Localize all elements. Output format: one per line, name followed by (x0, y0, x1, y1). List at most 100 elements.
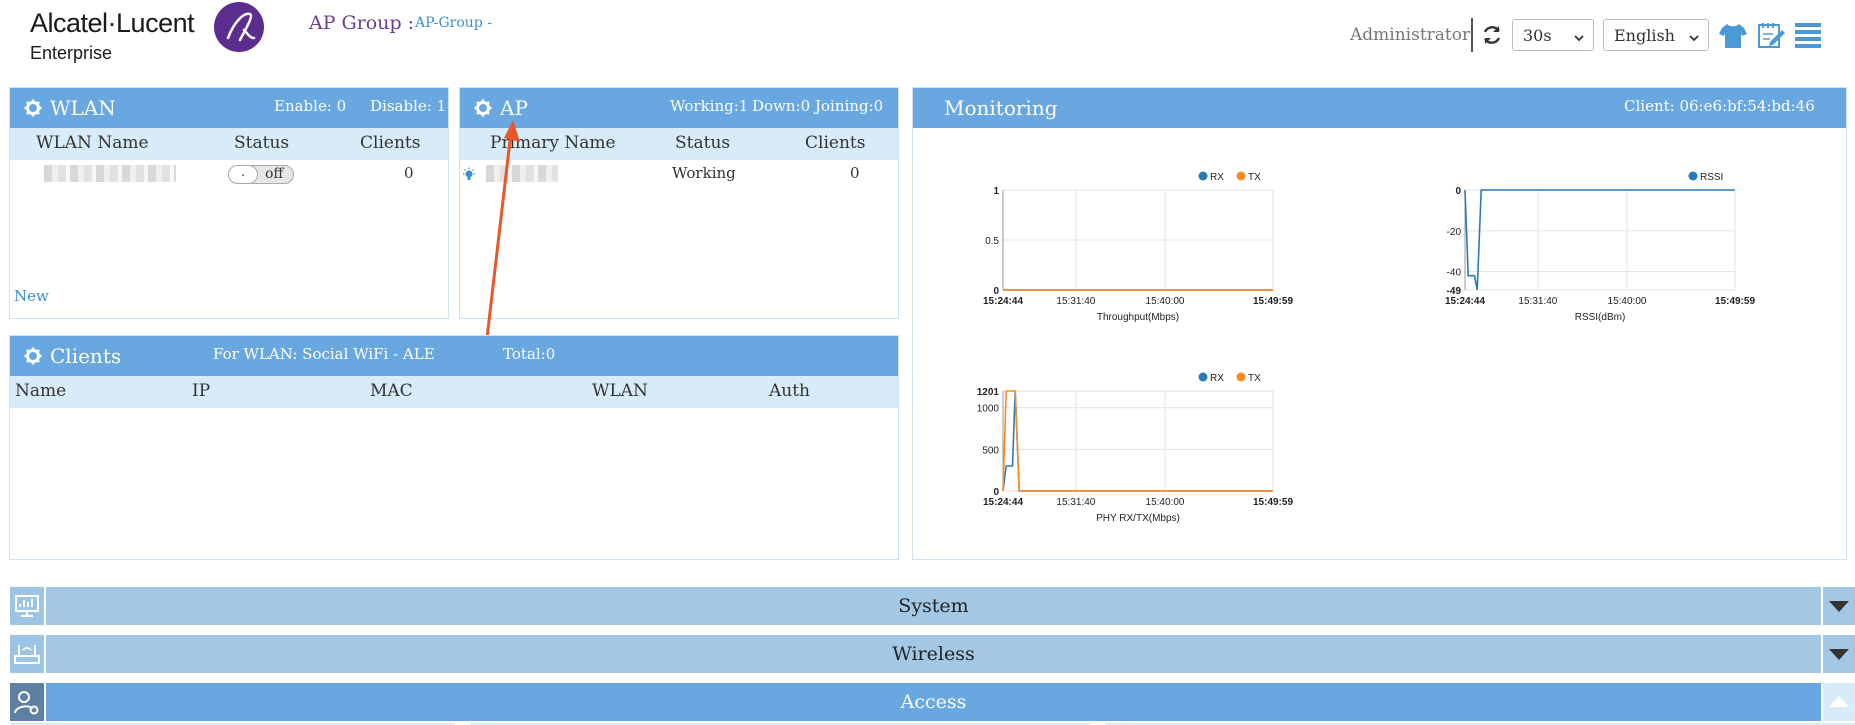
col-wlan-name: WLAN Name (36, 133, 149, 153)
col-wlan: WLAN (592, 381, 648, 401)
shirt-icon[interactable] (1718, 20, 1748, 54)
refresh-interval-select[interactable]: 30s (1512, 19, 1594, 51)
wlan-table-header: WLAN Name Status Clients (10, 128, 448, 160)
col-primary-name: Primary Name (490, 133, 616, 153)
ap-down-count: Down:0 (752, 97, 811, 115)
language-value: English (1614, 26, 1675, 45)
y-tick-label: -40 (1447, 268, 1462, 279)
chevron-down-icon (1573, 29, 1585, 48)
y-tick-label: -49 (1447, 286, 1462, 297)
col-name: Name (15, 381, 67, 401)
ap-clients-value: 0 (850, 164, 860, 182)
gear-icon[interactable] (474, 99, 492, 121)
chevron-down-icon[interactable] (1823, 635, 1855, 673)
section-system[interactable]: System (10, 587, 1855, 625)
gear-icon[interactable] (24, 99, 42, 121)
language-select[interactable]: English (1603, 19, 1709, 51)
toggle-label: off (265, 166, 284, 182)
series-line-rx (1002, 390, 1273, 492)
y-tick-label: 0 (1455, 186, 1461, 197)
ap-panel: AP Working:1 Down:0 Joining:0 Primary Na… (459, 87, 899, 339)
ap-working-count: Working:1 (670, 97, 749, 115)
chevron-down-icon (1688, 29, 1700, 48)
x-tick-label: 15:31:40 (1518, 296, 1557, 307)
section-access[interactable]: Access (10, 683, 1855, 721)
series-line-tx (1002, 390, 1273, 492)
clients-total: Total:0 (503, 345, 556, 363)
ap-group-label: AP Group : (309, 12, 415, 34)
y-tick-label: 0 (993, 487, 999, 498)
wlan-status-toggle[interactable]: . off (228, 165, 294, 184)
clients-title: Clients (50, 344, 122, 368)
refresh-interval-value: 30s (1523, 26, 1552, 45)
x-tick-label: 15:40:00 (1608, 296, 1647, 307)
ap-joining-count: Joining:0 (815, 97, 884, 115)
legend-marker (1198, 372, 1208, 382)
x-tick-label: 15:49:59 (1253, 296, 1293, 307)
x-tick-label: 15:24:44 (983, 296, 1023, 307)
y-tick-label: 1 (993, 186, 999, 197)
legend-label: TX (1248, 373, 1261, 384)
monitor-icon (10, 587, 44, 625)
clients-panel-header: Clients For WLAN: Social WiFi - ALE Tota… (10, 336, 898, 376)
monitoring-title: Monitoring (944, 96, 1058, 120)
col-status: Status (234, 133, 290, 153)
rssi-chart: -49 -40 -20 0 15:24:44 15:31:40 15:40:00 15:49:… (1445, 171, 1755, 323)
col-status: Status (675, 133, 731, 153)
legend-label: RX (1210, 172, 1224, 183)
ap-panel-header: AP Working:1 Down:0 Joining:0 (460, 88, 898, 128)
ap-group-link[interactable]: AP-Group - (415, 15, 492, 31)
col-clients: Clients (360, 133, 421, 153)
y-tick-label: 500 (982, 445, 999, 456)
logo-sub: Enterprise (30, 43, 113, 63)
series-line-rssi (1464, 189, 1735, 291)
wlan-title: WLAN (50, 96, 116, 120)
clients-table-header: Name IP MAC WLAN Auth (10, 376, 898, 408)
x-tick-label: 15:31:40 (1056, 497, 1095, 508)
y-tick-label: -20 (1447, 227, 1462, 238)
ap-title: AP (500, 96, 528, 120)
section-wireless[interactable]: Wireless (10, 635, 1855, 673)
x-axis-label: PHY RX/TX(Mbps) (1096, 513, 1180, 524)
wlan-name-redacted (44, 165, 176, 182)
col-auth: Auth (769, 381, 811, 401)
user-gear-icon (10, 683, 44, 721)
section-label: System (46, 587, 1821, 625)
ap-name-redacted (486, 165, 558, 182)
header-divider (1471, 18, 1473, 52)
section-label: Access (46, 683, 1821, 721)
legend-marker (1198, 171, 1208, 181)
x-tick-label: 15:49:59 (1715, 296, 1755, 307)
router-icon (10, 635, 44, 673)
legend-marker (1236, 171, 1246, 181)
section-label: Wireless (46, 635, 1821, 673)
chevron-up-icon[interactable] (1823, 683, 1855, 721)
x-tick-label: 15:49:59 (1253, 497, 1293, 508)
logo-mark-icon (214, 2, 264, 52)
legend-marker (1688, 171, 1698, 181)
ap-table-header: Primary Name Status Clients (460, 128, 898, 160)
col-mac: MAC (370, 381, 413, 401)
wlan-disable-count: Disable: 1 (370, 97, 447, 115)
access-subpanel (470, 723, 1090, 725)
ap-status-value: Working (672, 164, 736, 182)
wlan-enable-count: Enable: 0 (274, 97, 347, 115)
monitoring-client: Client: 06:e6:bf:54:bd:46 (1624, 97, 1815, 115)
toggle-knob: . (228, 165, 258, 184)
lightbulb-icon (462, 167, 476, 187)
note-edit-icon[interactable] (1756, 20, 1786, 54)
refresh-icon[interactable] (1479, 22, 1505, 48)
access-subpanel (1105, 723, 1855, 725)
legend-label: RX (1210, 373, 1224, 384)
chevron-down-icon[interactable] (1823, 587, 1855, 625)
col-ip: IP (192, 381, 211, 401)
x-tick-label: 15:24:44 (1445, 296, 1485, 307)
gear-icon[interactable] (24, 347, 42, 369)
new-wlan-link[interactable]: New (14, 287, 49, 305)
x-tick-label: 15:40:00 (1146, 296, 1185, 307)
user-name[interactable]: Administrator (1350, 25, 1471, 45)
menu-icon[interactable] (1794, 22, 1822, 52)
